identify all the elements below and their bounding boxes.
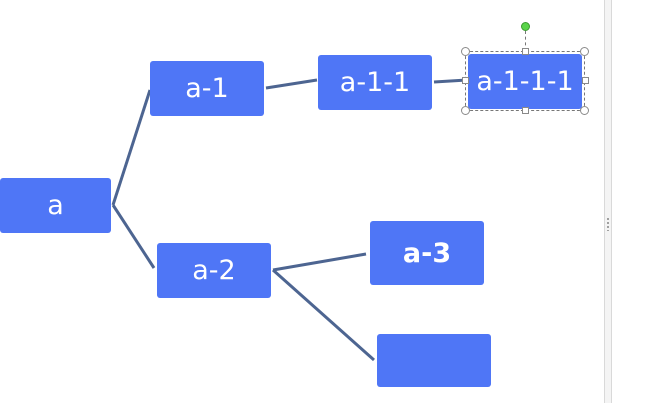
node-label: a-1-1-1 <box>476 66 574 97</box>
node-label: a-1 <box>185 73 229 104</box>
resize-handle-bottom-right[interactable] <box>580 106 589 115</box>
node-label: a-3 <box>402 237 452 269</box>
connector-a-2-to-a-3 <box>272 252 367 272</box>
resize-handle-right[interactable] <box>582 77 589 84</box>
panel-splitter[interactable] <box>604 0 612 403</box>
resize-handle-top[interactable] <box>522 48 529 55</box>
node-empty[interactable] <box>377 334 491 387</box>
node-a-3[interactable]: a-3 <box>370 221 484 285</box>
rotate-stem <box>525 31 526 51</box>
resize-handle-top-right[interactable] <box>580 47 589 56</box>
node-a-1[interactable]: a-1 <box>150 61 264 116</box>
node-a-1-1[interactable]: a-1-1 <box>318 55 432 110</box>
node-label: a-1-1 <box>339 67 411 98</box>
node-label: a-2 <box>192 255 236 286</box>
resize-handle-top-left[interactable] <box>461 47 470 56</box>
resize-handle-bottom-left[interactable] <box>461 106 470 115</box>
resize-handle-left[interactable] <box>462 77 469 84</box>
connector-a-1-to-a-1-1 <box>265 78 318 90</box>
connector-a-to-a-1 <box>111 89 152 206</box>
connector-a-2-to-empty <box>272 268 375 362</box>
resize-handle-bottom[interactable] <box>522 107 529 114</box>
connector-a-1-1-to-a-1-1-1 <box>433 78 468 84</box>
node-label: a <box>47 190 64 221</box>
node-a-2[interactable]: a-2 <box>157 243 271 298</box>
rotate-handle[interactable] <box>521 22 530 31</box>
connector-a-to-a-2 <box>111 204 156 269</box>
node-a[interactable]: a <box>0 178 111 233</box>
node-a-1-1-1[interactable]: a-1-1-1 <box>468 54 582 109</box>
splitter-grip-icon[interactable] <box>606 217 610 231</box>
